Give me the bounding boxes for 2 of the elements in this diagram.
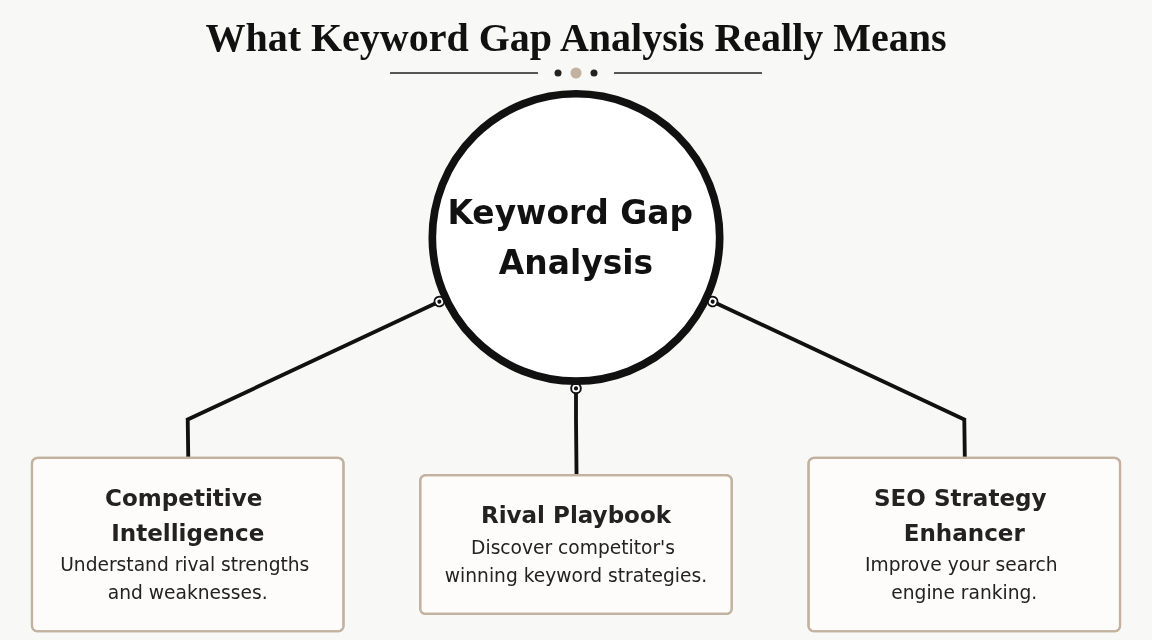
title: What Keyword Gap Analysis Really Means (205, 14, 947, 61)
node-circle: Keyword Gap Analysis (428, 89, 724, 385)
